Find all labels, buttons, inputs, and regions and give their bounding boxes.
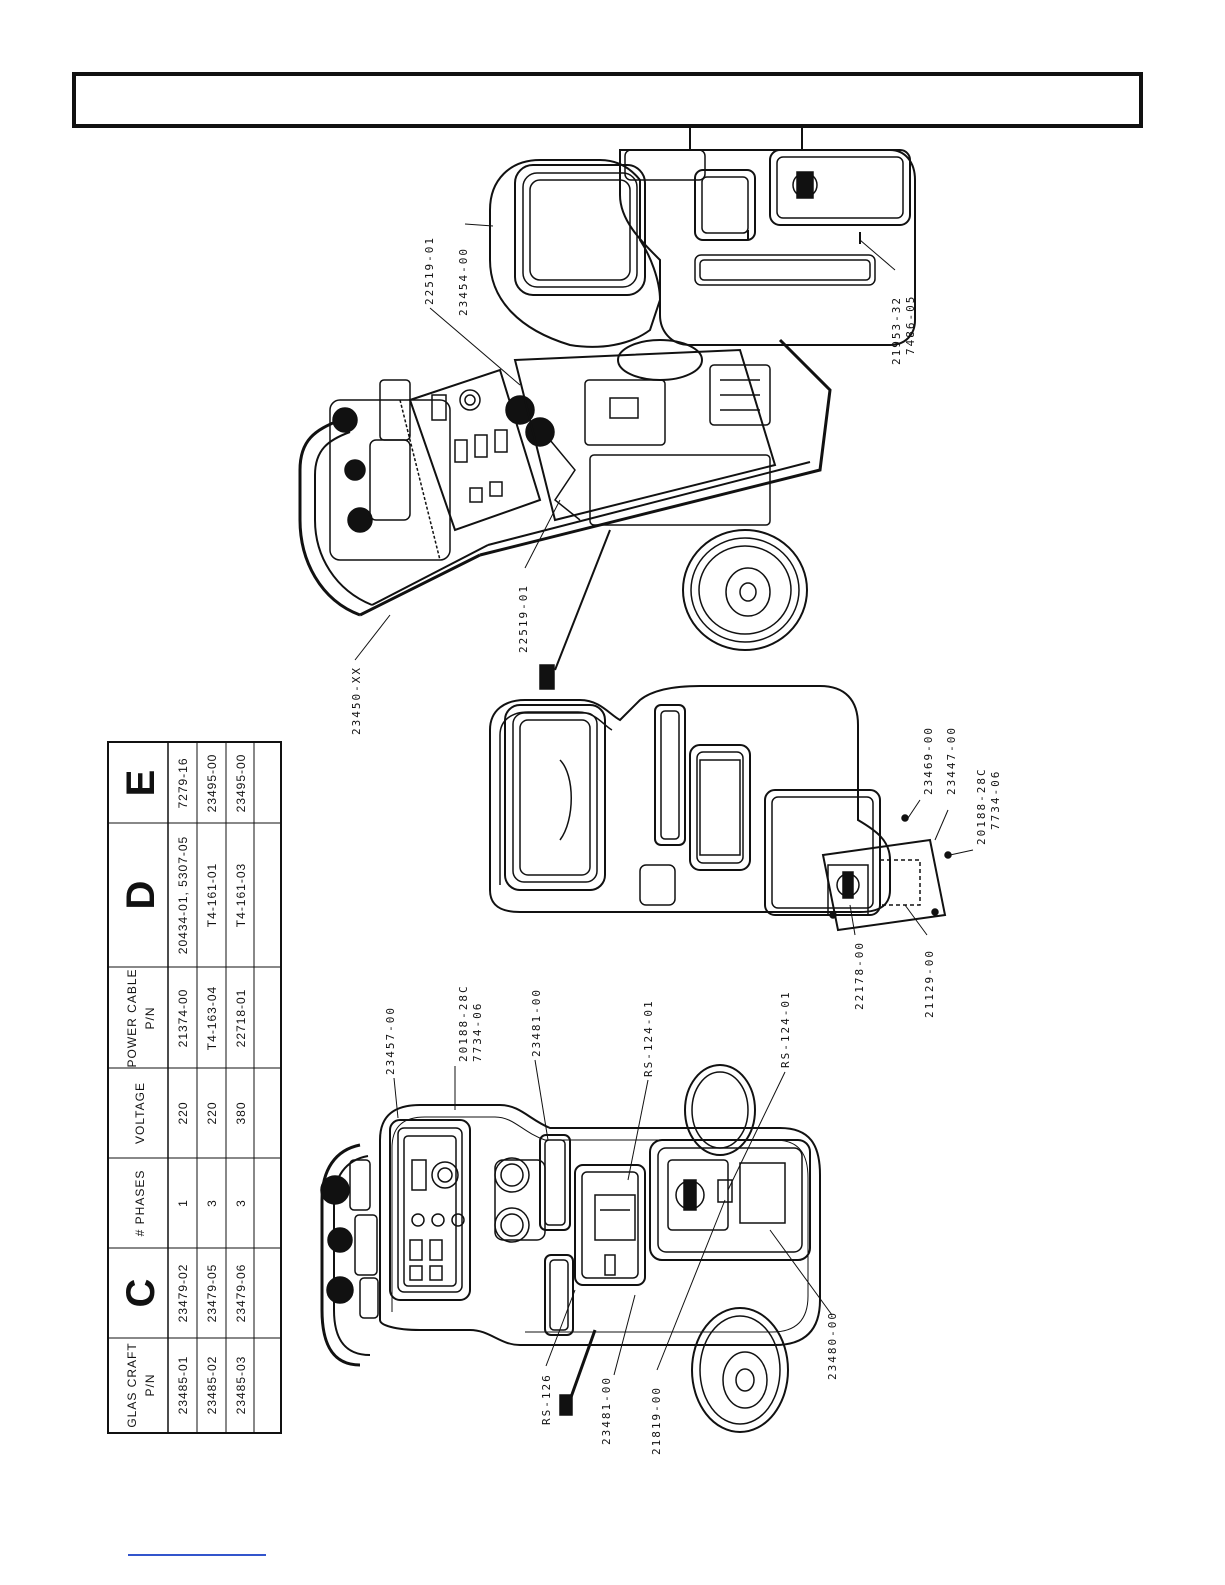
cell-voltage: 220: [176, 1101, 190, 1124]
cell-c: 23479-05: [205, 1264, 219, 1323]
hdr-glas-craft-pn: P/N: [143, 1373, 157, 1396]
cell-voltage: 380: [234, 1101, 248, 1124]
cell-cable: 22718-01: [234, 989, 248, 1048]
wheel-icon: [682, 529, 808, 651]
exploded-machine-view: [298, 128, 916, 690]
hdr-e: E: [119, 770, 163, 797]
callout-22519-01: 22519-01: [423, 236, 436, 305]
hdr-power-cable-pn: P/N: [143, 1006, 157, 1029]
callout-20188-28c: 20188-28C: [975, 767, 988, 845]
callout-23481-00: 23481-00: [600, 1376, 613, 1445]
callouts-middle: 22178-00 21129-00 23469-00 23447-00 2018…: [853, 726, 1002, 1018]
cell-c: 23479-06: [234, 1264, 248, 1323]
shroud-view: [489, 685, 952, 932]
callout-21953-32: 21953-32: [890, 296, 903, 365]
hdr-phases: # PHASES: [133, 1170, 147, 1237]
callouts-left: 23457-00 20188-28C 7734-06 23481-00 RS-1…: [384, 984, 839, 1455]
leader-lines-left: [393, 1059, 833, 1376]
callout-21819-00: 21819-00: [650, 1386, 663, 1455]
callout-23450-xx: 23450-XX: [350, 666, 363, 735]
footer-link[interactable]: [128, 1554, 266, 1556]
cell-voltage: 220: [205, 1101, 219, 1124]
hdr-power-cable: POWER CABLE: [125, 968, 139, 1067]
callouts-right: 23450-XX 22519-01 22519-01 23454-00 2195…: [350, 236, 917, 735]
table-row: 23485-01 23479-02 1 220 21374-00 20434-0…: [176, 757, 190, 1414]
table-row: 23485-02 23479-05 3 220 T4-163-04 T4-161…: [205, 754, 219, 1415]
cell-c: 23479-02: [176, 1264, 190, 1323]
leader-lines-middle: [849, 799, 974, 936]
callout-21129-00: 21129-00: [923, 949, 936, 1018]
callout-23454-00: 23454-00: [457, 247, 470, 316]
cell-d: T4-161-01: [205, 863, 219, 927]
cell-phases: 1: [176, 1199, 190, 1207]
wheel-icon: [684, 1064, 756, 1156]
callout-rs-126: RS-126: [540, 1373, 553, 1425]
cell-phases: 3: [205, 1199, 219, 1207]
hdr-d: D: [119, 881, 163, 910]
switch-panel: [821, 814, 952, 932]
cell-cable: 21374-00: [176, 989, 190, 1048]
cell-gc: 23485-03: [234, 1356, 248, 1415]
callout-20188-28c: 20188-28C: [457, 984, 470, 1062]
callout-7734-06: 7734-06: [989, 770, 1002, 830]
callout-22178-00: 22178-00: [853, 941, 866, 1010]
callout-23457-00: 23457-00: [384, 1006, 397, 1075]
wheel-icon: [617, 339, 703, 381]
cell-gc: 23485-02: [205, 1356, 219, 1415]
cell-phases: 3: [234, 1199, 248, 1207]
callout-23447-00: 23447-00: [945, 726, 958, 795]
callout-rs-124-01: RS-124-01: [642, 999, 655, 1077]
cell-d: 20434-01, 5307-05: [176, 836, 190, 954]
table-row: 23485-03 23479-06 3 380 22718-01 T4-161-…: [234, 754, 248, 1415]
callout-22519-01: 22519-01: [517, 584, 530, 653]
wheel-icon: [691, 1307, 789, 1433]
cell-e: 7279-16: [176, 757, 190, 808]
callout-23469-00: 23469-00: [922, 726, 935, 795]
header-box: [72, 72, 1143, 128]
cell-gc: 23485-01: [176, 1356, 190, 1415]
callout-23481-00: 23481-00: [530, 988, 543, 1057]
callout-rs-124-01: RS-124-01: [779, 990, 792, 1068]
cell-e: 23495-00: [234, 754, 248, 813]
parts-table: GLAS CRAFT P/N C # PHASES VOLTAGE POWER …: [107, 741, 282, 1434]
cell-e: 23495-00: [205, 754, 219, 813]
hdr-voltage: VOLTAGE: [133, 1082, 147, 1144]
callout-7734-06: 7734-06: [471, 1002, 484, 1062]
callout-23480-00: 23480-00: [826, 1311, 839, 1380]
callout-7486-05: 7486-05: [904, 295, 917, 355]
hdr-c: C: [119, 1279, 163, 1308]
cell-cable: T4-163-04: [205, 986, 219, 1050]
front-view-machine: [320, 1064, 821, 1433]
hdr-glas-craft: GLAS CRAFT: [125, 1342, 139, 1427]
leader-lines-right: [354, 223, 896, 661]
cell-d: T4-161-03: [234, 863, 248, 927]
